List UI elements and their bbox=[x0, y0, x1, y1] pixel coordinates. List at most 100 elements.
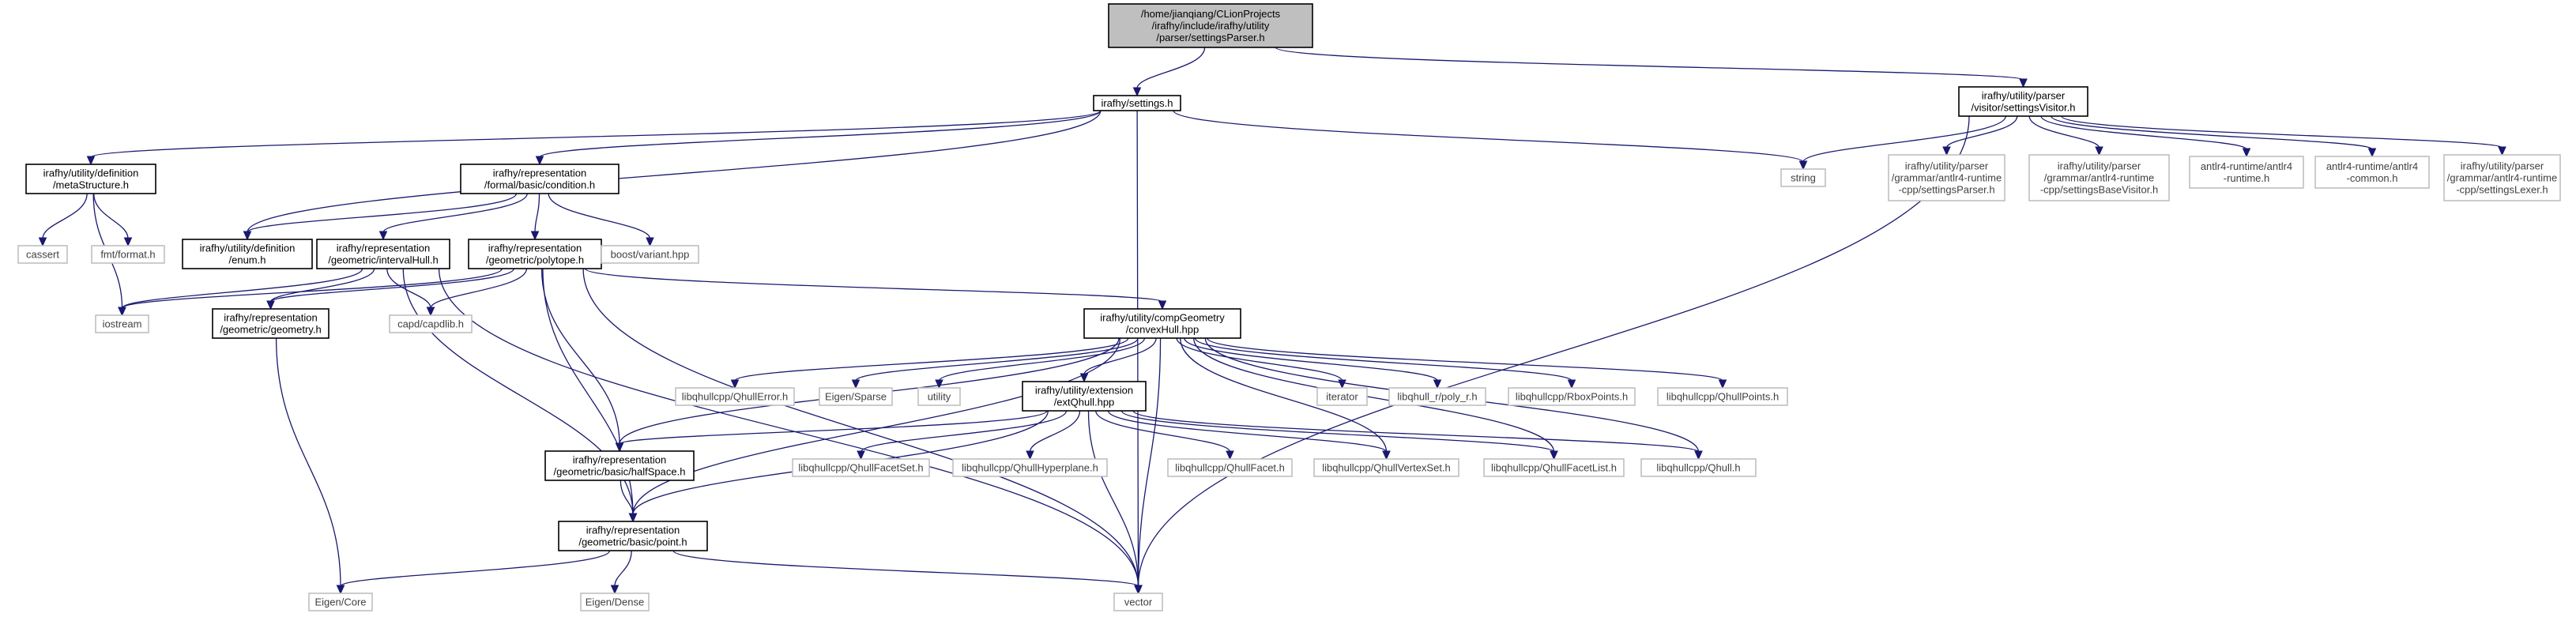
edge-line bbox=[734, 337, 1129, 382]
node-label-line: irafhy/representation bbox=[337, 243, 431, 254]
edge-line bbox=[247, 193, 518, 233]
edge-convexHull-to-qhullError bbox=[730, 337, 1129, 389]
node-settingsVisitor[interactable]: irafhy/utility/parser/visitor/settingsVi… bbox=[1958, 86, 2088, 117]
node-label-line: irafhy/utility/parser bbox=[1905, 160, 1989, 172]
node-box bbox=[25, 164, 156, 194]
node-iterator: iterator bbox=[1316, 387, 1368, 406]
node-halfSpace[interactable]: irafhy/representation/geometric/basic/ha… bbox=[544, 450, 695, 481]
node-label-line: /geometric/polytope.h bbox=[486, 254, 584, 266]
edge-condition-to-enumH bbox=[243, 193, 518, 241]
edge-line bbox=[1207, 337, 1723, 382]
arrowhead bbox=[935, 379, 943, 389]
node-label-line: iostream bbox=[103, 318, 142, 330]
edge-line bbox=[582, 268, 1139, 587]
arrowhead bbox=[1567, 379, 1576, 389]
node-box bbox=[1388, 387, 1486, 406]
node-box bbox=[1483, 458, 1625, 477]
edge-condition-to-boostVariant bbox=[548, 193, 654, 247]
arrowhead bbox=[2095, 146, 2103, 156]
edge-line bbox=[534, 193, 540, 233]
arrowhead bbox=[243, 231, 252, 241]
edge-extQhull-to-qhullH bbox=[1132, 410, 1703, 461]
edge-convexHull-to-rboxPoints bbox=[1194, 337, 1576, 389]
edge-line bbox=[1176, 337, 1343, 382]
edge-settings-to-metaStructure bbox=[86, 110, 1102, 166]
arrowhead bbox=[336, 585, 345, 595]
arrowhead bbox=[2498, 146, 2506, 156]
node-label-line: antlr4-runtime/antlr4 bbox=[2326, 160, 2418, 172]
edge-line bbox=[1192, 337, 1555, 453]
node-box bbox=[1958, 86, 2088, 117]
node-condition[interactable]: irafhy/representation/formal/basic/condi… bbox=[460, 164, 620, 194]
node-label-line: irafhy/representation bbox=[586, 525, 680, 536]
edge-line bbox=[938, 337, 1146, 382]
node-convexHull[interactable]: irafhy/utility/compGeometry/convexHull.h… bbox=[1083, 308, 1241, 339]
node-box bbox=[1508, 387, 1636, 406]
edge-line bbox=[430, 268, 528, 309]
node-cassert: cassert bbox=[17, 245, 68, 264]
edge-point-to-vector bbox=[672, 550, 1143, 595]
edge-extQhull-to-qhullHyperplane bbox=[1026, 410, 1081, 461]
node-box bbox=[544, 450, 695, 481]
node-label-line: libqhull_r/poly_r.h bbox=[1397, 391, 1477, 403]
node-box bbox=[952, 458, 1108, 477]
node-enumH[interactable]: irafhy/utility/definition/enum.h bbox=[182, 239, 313, 269]
edge-line bbox=[1087, 410, 1139, 587]
node-box bbox=[460, 164, 620, 194]
node-qhullFacet: libqhullcpp/QhullFacet.h bbox=[1167, 458, 1293, 477]
node-point[interactable]: irafhy/representation/geometric/basic/po… bbox=[558, 521, 708, 551]
node-box bbox=[2028, 154, 2170, 201]
node-box bbox=[468, 239, 602, 269]
arrowhead bbox=[1433, 379, 1442, 389]
node-settings[interactable]: irafhy/settings.h bbox=[1093, 95, 1181, 111]
node-label-line: /grammar/antlr4-runtime bbox=[2044, 172, 2154, 184]
arrowhead bbox=[1132, 87, 1142, 97]
edge-condition-to-polytope bbox=[530, 193, 540, 241]
node-label-line: libqhullcpp/RboxPoints.h bbox=[1516, 391, 1628, 403]
edge-polytope-to-point bbox=[542, 268, 638, 523]
edge-line bbox=[340, 550, 611, 587]
node-box bbox=[1640, 458, 1757, 477]
node-box bbox=[601, 245, 699, 264]
node-box bbox=[1167, 458, 1293, 477]
edge-metaStructure-to-fmtFormat bbox=[93, 193, 133, 247]
node-box bbox=[1093, 95, 1181, 111]
node-capdlib: capd/capdlib.h bbox=[389, 314, 473, 333]
node-geometry[interactable]: irafhy/representation/geometric/geometry… bbox=[212, 308, 330, 339]
arrowhead bbox=[1158, 300, 1167, 310]
edge-polytope-to-geometry bbox=[266, 268, 514, 310]
node-qhullPoints: libqhullcpp/QhullPoints.h bbox=[1657, 387, 1788, 406]
node-qhullFacetSet: libqhullcpp/QhullFacetSet.h bbox=[792, 458, 930, 477]
node-label-line: /formal/basic/condition.h bbox=[484, 179, 595, 191]
node-label-line: /grammar/antlr4-runtime bbox=[2447, 172, 2557, 184]
edge-extQhull-to-qhullFacet bbox=[1095, 410, 1234, 461]
edge-line bbox=[584, 268, 1163, 303]
edge-settings-to-enumH bbox=[243, 110, 1102, 241]
arrowhead bbox=[426, 307, 435, 317]
node-polytope[interactable]: irafhy/representation/geometric/polytope… bbox=[468, 239, 602, 269]
node-box bbox=[1313, 458, 1459, 477]
node-intervalHull[interactable]: irafhy/representation/geometric/interval… bbox=[316, 239, 450, 269]
node-label-line: cassert bbox=[26, 249, 59, 261]
arrowhead bbox=[2019, 78, 2028, 88]
node-label-line: irafhy/representation bbox=[573, 454, 667, 466]
node-utility: utility bbox=[917, 387, 961, 406]
node-label-line: /grammar/antlr4-runtime bbox=[1892, 172, 2002, 184]
edge-line bbox=[860, 410, 1068, 453]
edge-point-to-eigenCore bbox=[336, 550, 611, 595]
node-box bbox=[316, 239, 450, 269]
node-label-line: Eigen/Sparse bbox=[825, 391, 887, 403]
node-box bbox=[95, 314, 149, 333]
node-box bbox=[1108, 3, 1313, 48]
arrowhead bbox=[1942, 146, 1951, 156]
node-root[interactable]: /home/jianqiang/CLionProjects/irafhy/inc… bbox=[1108, 3, 1313, 48]
edge-intervalHull-to-iostream bbox=[118, 268, 363, 317]
node-metaStructure[interactable]: irafhy/utility/definition/metaStructure.… bbox=[25, 164, 156, 194]
edge-metaStructure-to-cassert bbox=[38, 193, 88, 247]
node-extQhull[interactable]: irafhy/utility/extension/extQhull.hpp bbox=[1022, 381, 1147, 412]
node-label-line: Eigen/Core bbox=[314, 596, 366, 608]
edge-line bbox=[2028, 115, 2100, 149]
node-label-line: /extQhull.hpp bbox=[1054, 397, 1115, 408]
edge-line bbox=[1136, 47, 1206, 89]
edge-settingsVisitor-to-vector bbox=[1134, 115, 1970, 595]
